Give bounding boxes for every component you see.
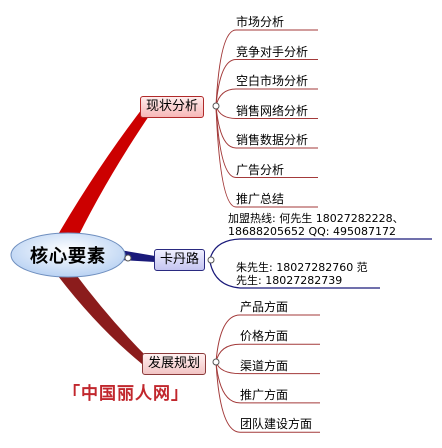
contact-connector-1 — [209, 238, 432, 260]
branch-connector-xianzhuang — [52, 105, 151, 249]
contact-connector-2 — [209, 261, 380, 289]
leaf-connector — [215, 105, 318, 208]
contact-text-2: 朱先生: 18027282760 范 先生: 18027282739 — [236, 261, 368, 287]
leaf-node[interactable]: 空白市场分析 — [236, 74, 309, 88]
leaf-connector — [215, 59, 318, 107]
center-collapse-handle[interactable] — [124, 254, 132, 262]
branch-collapse-handle[interactable] — [212, 102, 220, 110]
leaf-connector — [215, 314, 320, 363]
leaf-connectors-xianzhuang — [212, 29, 318, 208]
branch-node-xianzhuang[interactable]: 现状分析 — [140, 96, 205, 118]
center-node[interactable]: 核心要素 — [30, 246, 106, 267]
branch-collapse-handle[interactable] — [212, 358, 220, 366]
contact-text-1: 加盟热线: 何先生 18027282228、 18688205652 QQ: 4… — [228, 212, 404, 238]
branch-node-kadanlu[interactable]: 卡丹路 — [154, 249, 206, 271]
watermark-logo: 「中国丽人网」 — [63, 384, 189, 404]
leaf-node[interactable]: 团队建设方面 — [240, 417, 313, 432]
leaf-connector — [215, 29, 318, 107]
leaf-node[interactable]: 推广总结 — [236, 192, 285, 206]
leaf-connector — [215, 361, 320, 404]
leaf-connector — [215, 361, 320, 433]
leaf-node[interactable]: 渠道方面 — [240, 358, 289, 373]
leaf-node[interactable]: 推广方面 — [240, 387, 289, 402]
leaf-node[interactable]: 广告分析 — [236, 162, 285, 177]
kadanlu-collapse-handle[interactable] — [207, 256, 215, 264]
leaf-node[interactable]: 销售数据分析 — [236, 133, 309, 147]
leaf-connectors-fazhan — [212, 314, 320, 433]
leaf-node[interactable]: 价格方面 — [240, 329, 289, 344]
leaf-node[interactable]: 竞争对手分析 — [236, 44, 309, 59]
center-node-shape — [10, 232, 126, 278]
branch-connector-fazhan — [58, 272, 148, 364]
leaf-node[interactable]: 市场分析 — [236, 15, 285, 29]
leaf-node[interactable]: 产品方面 — [240, 300, 289, 314]
leaf-connector — [215, 343, 320, 363]
leaf-node[interactable]: 销售网络分析 — [236, 103, 309, 118]
branch-node-fazhan[interactable]: 发展规划 — [142, 353, 207, 375]
